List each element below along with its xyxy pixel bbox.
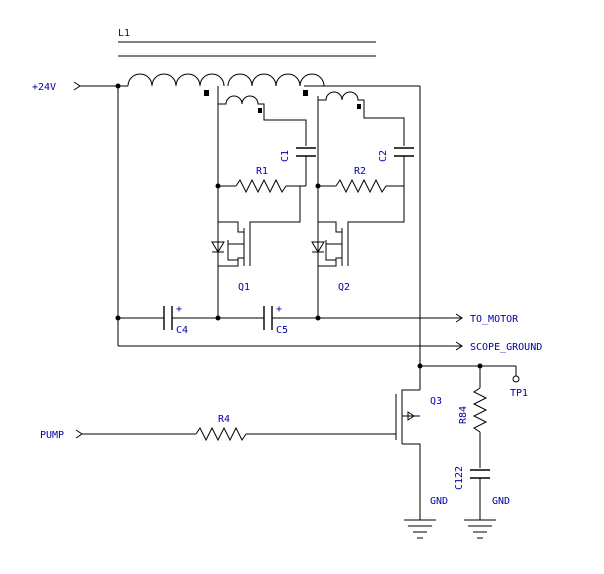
q1-label: Q1 <box>238 282 250 293</box>
c4-label: C4 <box>176 325 188 336</box>
c122-label: C122 <box>454 466 465 490</box>
c5-label: C5 <box>276 325 288 336</box>
cell-1: C1 R1 Q1 <box>211 95 316 321</box>
c5-plus: + <box>276 304 282 315</box>
c2-label: C2 <box>378 150 389 162</box>
capacitor-rail: + C4 + C5 <box>118 304 463 351</box>
inductor-label: L1 <box>118 28 130 39</box>
lower-section: TP1 Q3 R84 C122 GND GND <box>378 363 528 539</box>
gnd-right-label: GND <box>492 496 510 507</box>
supply-label: +24V <box>32 82 56 93</box>
pump-label: PUMP <box>40 430 64 441</box>
transformer-core <box>118 41 376 57</box>
q2-label: Q2 <box>338 282 350 293</box>
to-motor-label: TO_MOTOR <box>470 314 519 325</box>
tp1-label: TP1 <box>510 388 528 399</box>
gnd-left-label: GND <box>430 496 448 507</box>
r4-label: R4 <box>218 414 230 425</box>
q3-label: Q3 <box>430 396 442 407</box>
pump-input: PUMP R4 <box>40 414 378 442</box>
c4-plus: + <box>176 304 182 315</box>
scope-ground-label: SCOPE_GROUND <box>470 342 542 353</box>
r2-label: R2 <box>354 166 366 177</box>
primary-winding-right <box>227 73 325 96</box>
primary-winding-left <box>127 73 225 96</box>
c1-label: C1 <box>280 150 291 162</box>
r84-label: R84 <box>458 406 469 424</box>
r1-label: R1 <box>256 166 268 177</box>
cell-2: C2 R2 Q2 <box>311 91 414 321</box>
supply-input: +24V <box>32 81 128 93</box>
